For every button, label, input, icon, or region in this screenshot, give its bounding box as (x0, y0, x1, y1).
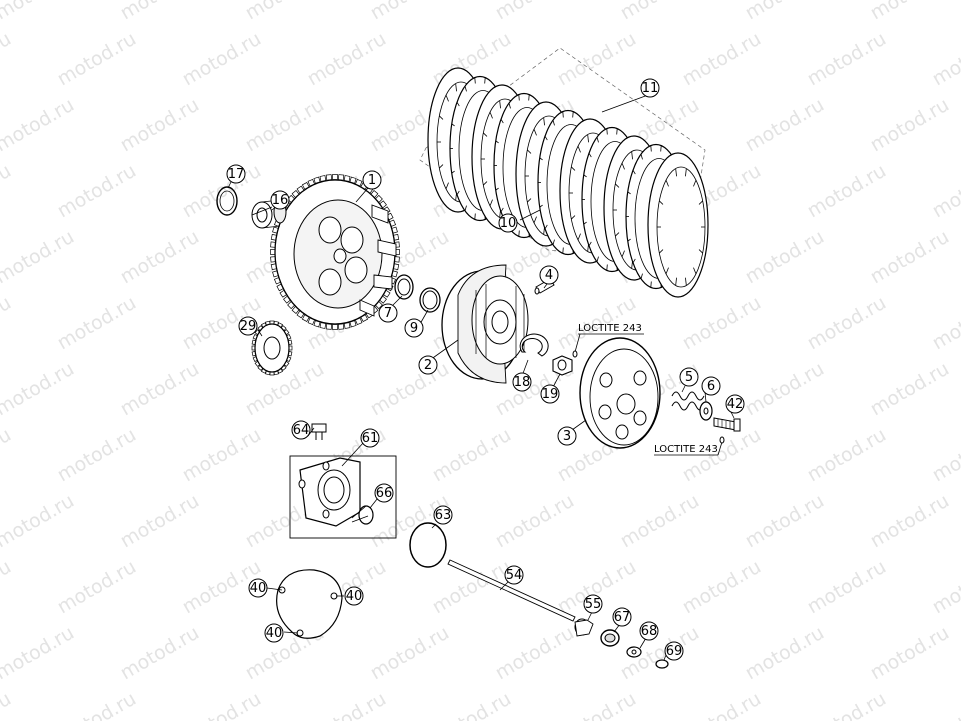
part-callout-66: 66 (374, 483, 394, 503)
part-callout-11: 11 (640, 78, 660, 98)
part-number: 3 (563, 429, 571, 444)
o-ring-part-63 (409, 522, 447, 568)
part-callout-17: 17 (226, 164, 246, 184)
part-number: 5 (685, 370, 693, 385)
gear-tooth (337, 323, 345, 330)
part-number: 55 (585, 597, 602, 612)
loctite-note-top: LOCTITE 243 (572, 323, 644, 358)
part-callout-42: 42 (725, 394, 745, 414)
part-number: 4 (545, 268, 553, 283)
part-number: 9 (410, 321, 418, 336)
pressure-plate-part-3 (579, 337, 661, 449)
bolt-part-42 (713, 417, 741, 432)
clutch-plate-stack (419, 47, 709, 298)
part-number: 11 (642, 81, 659, 96)
part-number: 66 (376, 486, 393, 501)
inner-hub-part-2 (441, 264, 529, 384)
part-callout-55: 55 (583, 594, 603, 614)
loctite-note-right: LOCTITE 243 (654, 436, 725, 456)
part-number: 67 (614, 610, 631, 625)
loctite-label-right: LOCTITE 243 (654, 444, 718, 455)
part-number: 1 (368, 173, 376, 188)
part-callout-9: 9 (404, 318, 424, 338)
part-callout-61: 61 (360, 428, 380, 448)
gear-part-29 (251, 320, 293, 376)
part-number: 68 (641, 624, 658, 639)
nut-part-19 (552, 355, 573, 376)
thrust-washer-part-9 (419, 287, 441, 313)
part-callout-67: 67 (612, 607, 632, 627)
part-callout-16: 16 (270, 190, 290, 210)
push-piece-part-55 (574, 618, 594, 637)
part-callout-29: 29 (238, 316, 258, 336)
part-number-callouts: 1234567910111617181929404040425455616364… (226, 78, 745, 661)
part-callout-40: 40 (248, 578, 268, 598)
slave-cylinder-group (289, 423, 397, 539)
part-callout-63: 63 (433, 505, 453, 525)
part-number: 7 (384, 306, 392, 321)
part-callout-7: 7 (378, 303, 398, 323)
part-callout-10: 10 (498, 213, 518, 233)
part-number: 40 (266, 626, 283, 641)
clutch-basket (270, 174, 400, 330)
gear-tooth (337, 174, 345, 181)
washer-part-68 (626, 646, 642, 658)
part-callout-5: 5 (679, 367, 699, 387)
part-callout-4: 4 (539, 265, 559, 285)
bearing-part-67 (600, 629, 620, 647)
part-callout-69: 69 (664, 641, 684, 661)
part-number: 16 (272, 193, 289, 208)
washer-part-6 (699, 401, 713, 421)
part-callout-1: 1 (362, 170, 382, 190)
loctite-label-top: LOCTITE 243 (578, 323, 642, 334)
part-callout-18: 18 (512, 372, 532, 392)
part-callout-6: 6 (701, 376, 721, 396)
part-number: 61 (362, 431, 379, 446)
part-callout-54: 54 (504, 565, 524, 585)
part-callout-40: 40 (344, 586, 364, 606)
gear-tooth (325, 323, 333, 330)
gear-tooth (325, 174, 333, 181)
cover-part-40 (276, 569, 343, 639)
gear-tooth (332, 174, 338, 180)
part-number: 18 (514, 375, 531, 390)
part-number: 2 (424, 358, 432, 373)
clutch-plate (647, 152, 709, 298)
lock-washer-part-18 (519, 333, 549, 357)
circlip-part-69 (655, 659, 669, 669)
part-number: 64 (293, 423, 310, 438)
part-number: 29 (240, 319, 257, 334)
thrust-washer-part-7 (394, 274, 414, 300)
part-number: 40 (250, 581, 267, 596)
part-number: 40 (346, 589, 363, 604)
part-number: 17 (228, 167, 245, 182)
part-callout-2: 2 (418, 355, 438, 375)
push-rod-part-54 (447, 559, 576, 622)
part-number: 63 (435, 508, 452, 523)
part-number: 6 (707, 379, 715, 394)
part-callout-68: 68 (639, 621, 659, 641)
part-callout-19: 19 (540, 384, 560, 404)
part-callout-3: 3 (557, 426, 577, 446)
part-callout-64: 64 (291, 420, 311, 440)
part-number: 10 (500, 216, 517, 231)
part-number: 42 (727, 397, 744, 412)
washer-part-17 (216, 186, 238, 216)
part-number: 54 (506, 568, 523, 583)
part-number: 69 (666, 644, 683, 659)
gear-tooth (332, 324, 338, 330)
spring-part-5 (671, 391, 705, 411)
part-callout-40: 40 (264, 623, 284, 643)
part-number: 19 (542, 387, 559, 402)
